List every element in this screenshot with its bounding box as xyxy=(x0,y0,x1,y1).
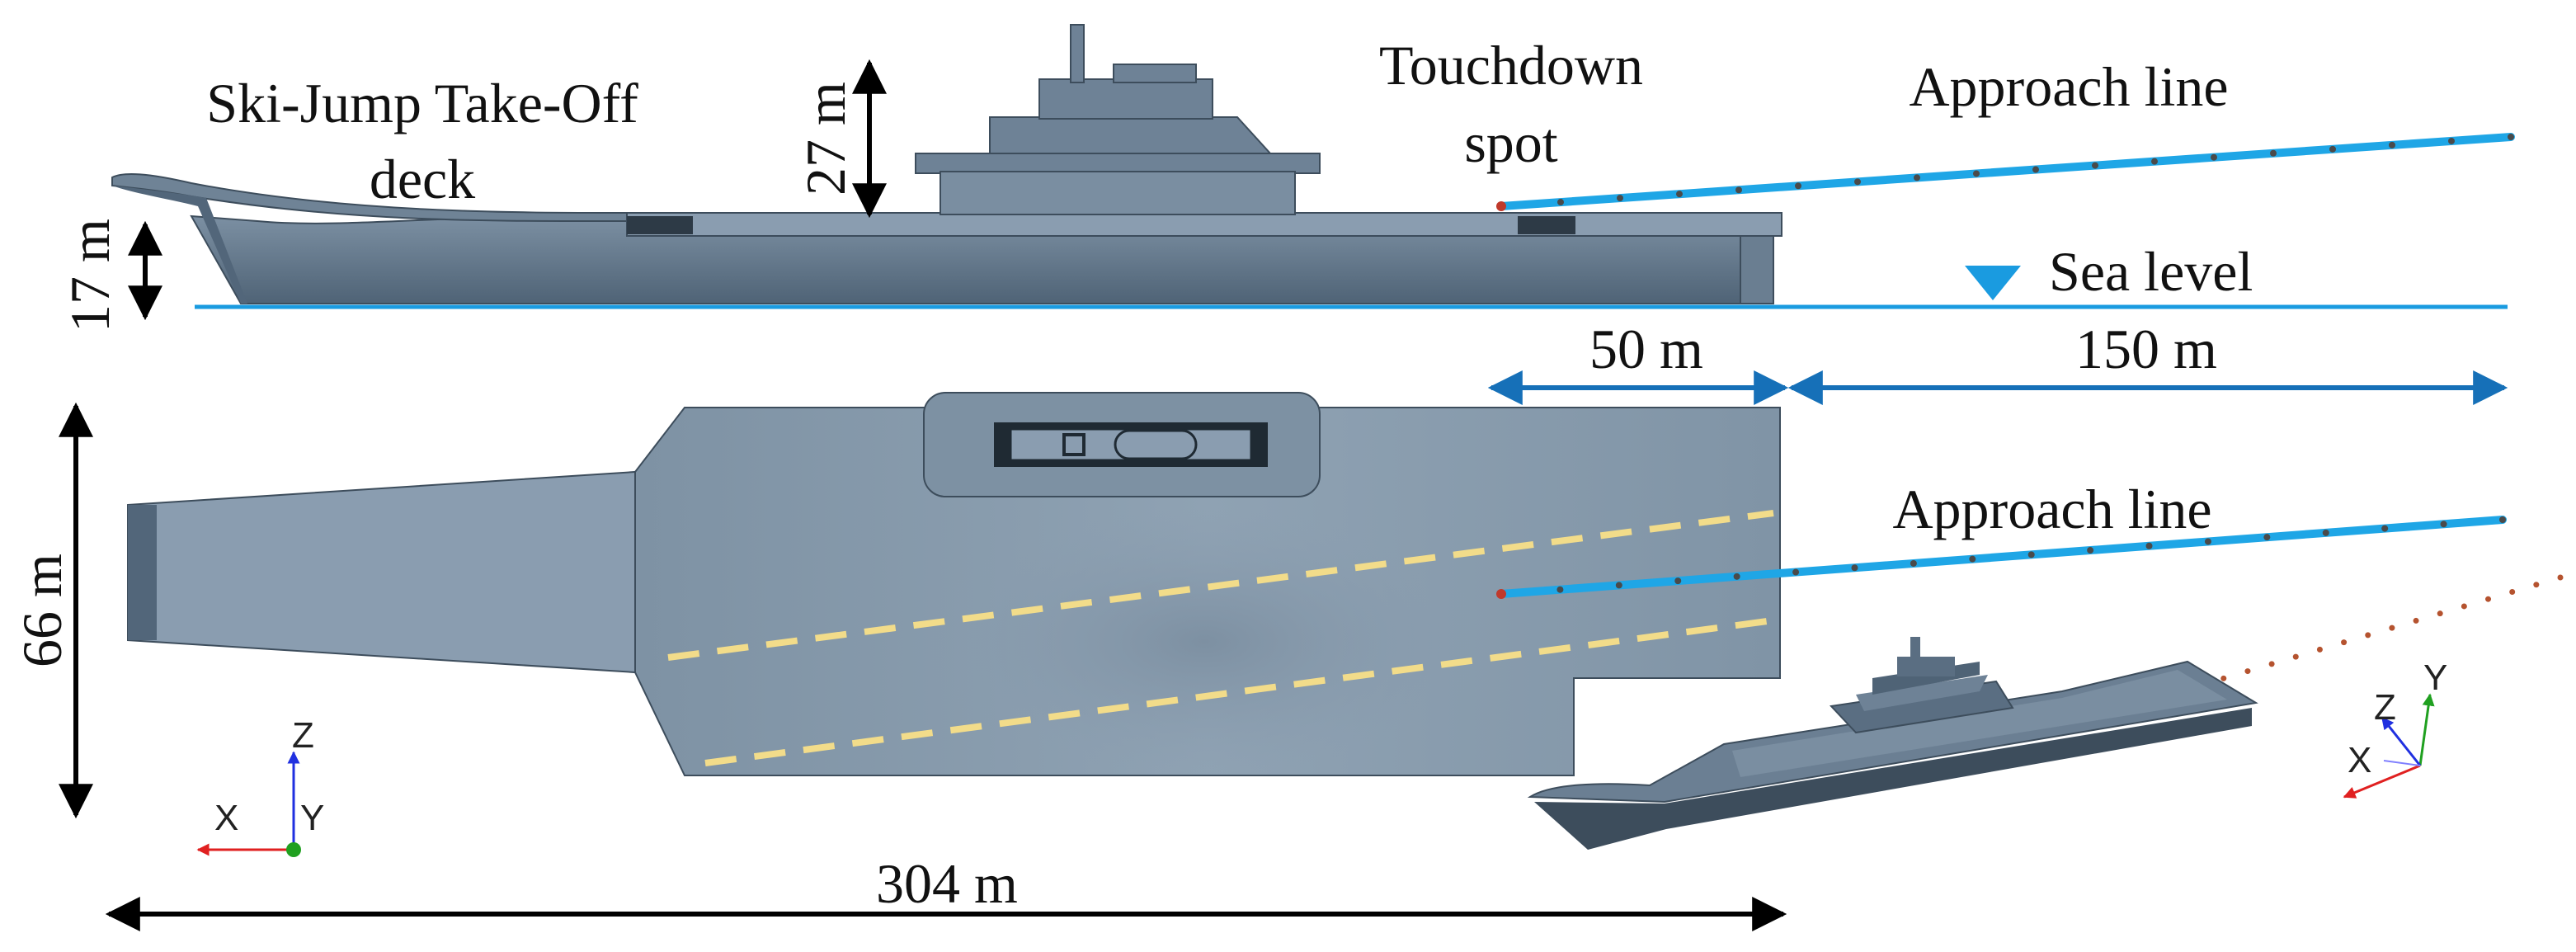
dim-304m-label: 304 m xyxy=(876,852,1018,915)
deck-stripe-lower xyxy=(704,617,1774,766)
top-view xyxy=(59,370,2508,931)
sea-level-label: Sea level xyxy=(2049,240,2253,303)
approach-top-point xyxy=(2204,538,2211,545)
approach-top-point xyxy=(1556,586,1564,593)
iso-approach-point xyxy=(2485,596,2492,602)
approach-top-point xyxy=(2263,534,2271,541)
approach-top-point xyxy=(2027,551,2035,558)
iso-approach-point xyxy=(2557,574,2564,581)
front-axes xyxy=(196,751,301,857)
iso-approach-point xyxy=(2365,632,2371,639)
approach-side-stroke xyxy=(1497,133,2515,210)
iso-hull-side xyxy=(1534,708,2252,850)
approach-line-label-top: Approach line xyxy=(1909,55,2228,118)
approach-side-point xyxy=(1914,174,1920,181)
sea-level-marker xyxy=(1965,266,2021,300)
approach-top-point xyxy=(2145,542,2153,549)
approach-side-point xyxy=(1557,199,1564,206)
iso-approach-point xyxy=(2437,610,2443,617)
iso-approach-point xyxy=(2316,646,2323,653)
iso-axis-x-label: X xyxy=(2348,740,2371,780)
iso-approach-point xyxy=(2292,653,2299,660)
approach-top-point xyxy=(2499,516,2506,523)
side-stern-block xyxy=(1740,235,1774,304)
approach-side-point xyxy=(1676,191,1683,198)
iso-approach-point xyxy=(2509,588,2516,595)
approach-top-point xyxy=(2322,529,2329,536)
iso-axis-z-label: Z xyxy=(2374,687,2396,728)
approach-side-point xyxy=(2151,158,2158,165)
iso-view xyxy=(1527,574,2564,850)
approach-side-point xyxy=(1973,170,1980,177)
iso-approach-point xyxy=(2244,668,2251,675)
approach-side-point xyxy=(2092,162,2098,169)
iso-axis-y-label: Y xyxy=(2423,657,2447,698)
approach-side-point xyxy=(2389,141,2395,148)
front-axis-z-label: Z xyxy=(292,715,314,756)
top-deck-shading xyxy=(891,478,1518,775)
approach-side-point xyxy=(2448,137,2455,144)
ski-jump-label-2: deck xyxy=(370,148,475,210)
top-island-square xyxy=(1062,433,1085,456)
dim-27m-label: 27 m xyxy=(794,82,857,196)
iso-axes xyxy=(2343,693,2435,799)
side-island xyxy=(915,24,1321,215)
iso-approach-point xyxy=(2533,582,2540,588)
dim-50m-label: 50 m xyxy=(1589,318,1703,380)
iso-approach-point xyxy=(2389,624,2395,631)
approach-side-point xyxy=(2270,149,2277,157)
approach-top-point xyxy=(1615,582,1622,589)
top-bow-section xyxy=(127,470,636,674)
ski-jump-label-1: Ski-Jump Take-Off xyxy=(206,72,638,134)
approach-top-point xyxy=(1910,559,1917,567)
dim-17m-label: 17 m xyxy=(59,219,121,332)
side-view xyxy=(111,24,2515,321)
approach-side-point xyxy=(1795,182,1801,190)
approach-top-point xyxy=(1851,564,1858,572)
front-axis-y-label: Y xyxy=(300,798,324,838)
approach-line-top xyxy=(1496,516,2507,599)
approach-top-point xyxy=(1496,589,1506,599)
side-deck-dark-band xyxy=(627,216,693,234)
side-flight-deck xyxy=(626,212,1782,237)
approach-top-point xyxy=(1792,568,1800,576)
approach-line-label-mid: Approach line xyxy=(1892,478,2211,540)
approach-side-point xyxy=(2508,134,2514,140)
approach-side-point xyxy=(1735,186,1742,194)
ski-jump-bow xyxy=(112,186,247,304)
iso-approach-point xyxy=(2341,639,2348,646)
approach-top-point xyxy=(1969,555,1976,563)
iso-deck-highlight xyxy=(1732,670,2227,777)
iso-approach-point xyxy=(2413,617,2419,624)
iso-island xyxy=(1829,637,2014,734)
approach-top-point xyxy=(2440,521,2447,528)
approach-side-point xyxy=(1617,195,1623,202)
deck-stripe-upper xyxy=(667,510,1774,661)
approach-side-point xyxy=(2329,145,2336,153)
top-bow-edge xyxy=(128,505,157,640)
dim-66m-label: 66 m xyxy=(11,554,73,667)
approach-side-point xyxy=(1496,201,1506,211)
approach-side-point xyxy=(1854,178,1861,186)
front-axis-x-label: X xyxy=(214,798,238,838)
touchdown-label-2: spot xyxy=(1464,111,1557,174)
approach-top-stroke xyxy=(1497,516,2507,598)
approach-line-side xyxy=(1496,133,2515,211)
approach-top-point xyxy=(2087,547,2094,554)
approach-top-point xyxy=(2381,525,2389,532)
dim-150m-label: 150 m xyxy=(2075,318,2217,380)
top-island-capsule xyxy=(1114,429,1198,460)
approach-side-point xyxy=(2032,166,2039,173)
iso-approach-point xyxy=(2220,675,2227,681)
iso-approach-point xyxy=(2268,661,2275,667)
approach-side-point xyxy=(2211,153,2217,161)
touchdown-label-1: Touchdown xyxy=(1379,34,1643,97)
approach-top-point xyxy=(1674,577,1682,585)
side-deck-dark-band-2 xyxy=(1518,216,1575,234)
approach-top-point xyxy=(1733,573,1740,580)
iso-approach-point xyxy=(2461,603,2467,610)
